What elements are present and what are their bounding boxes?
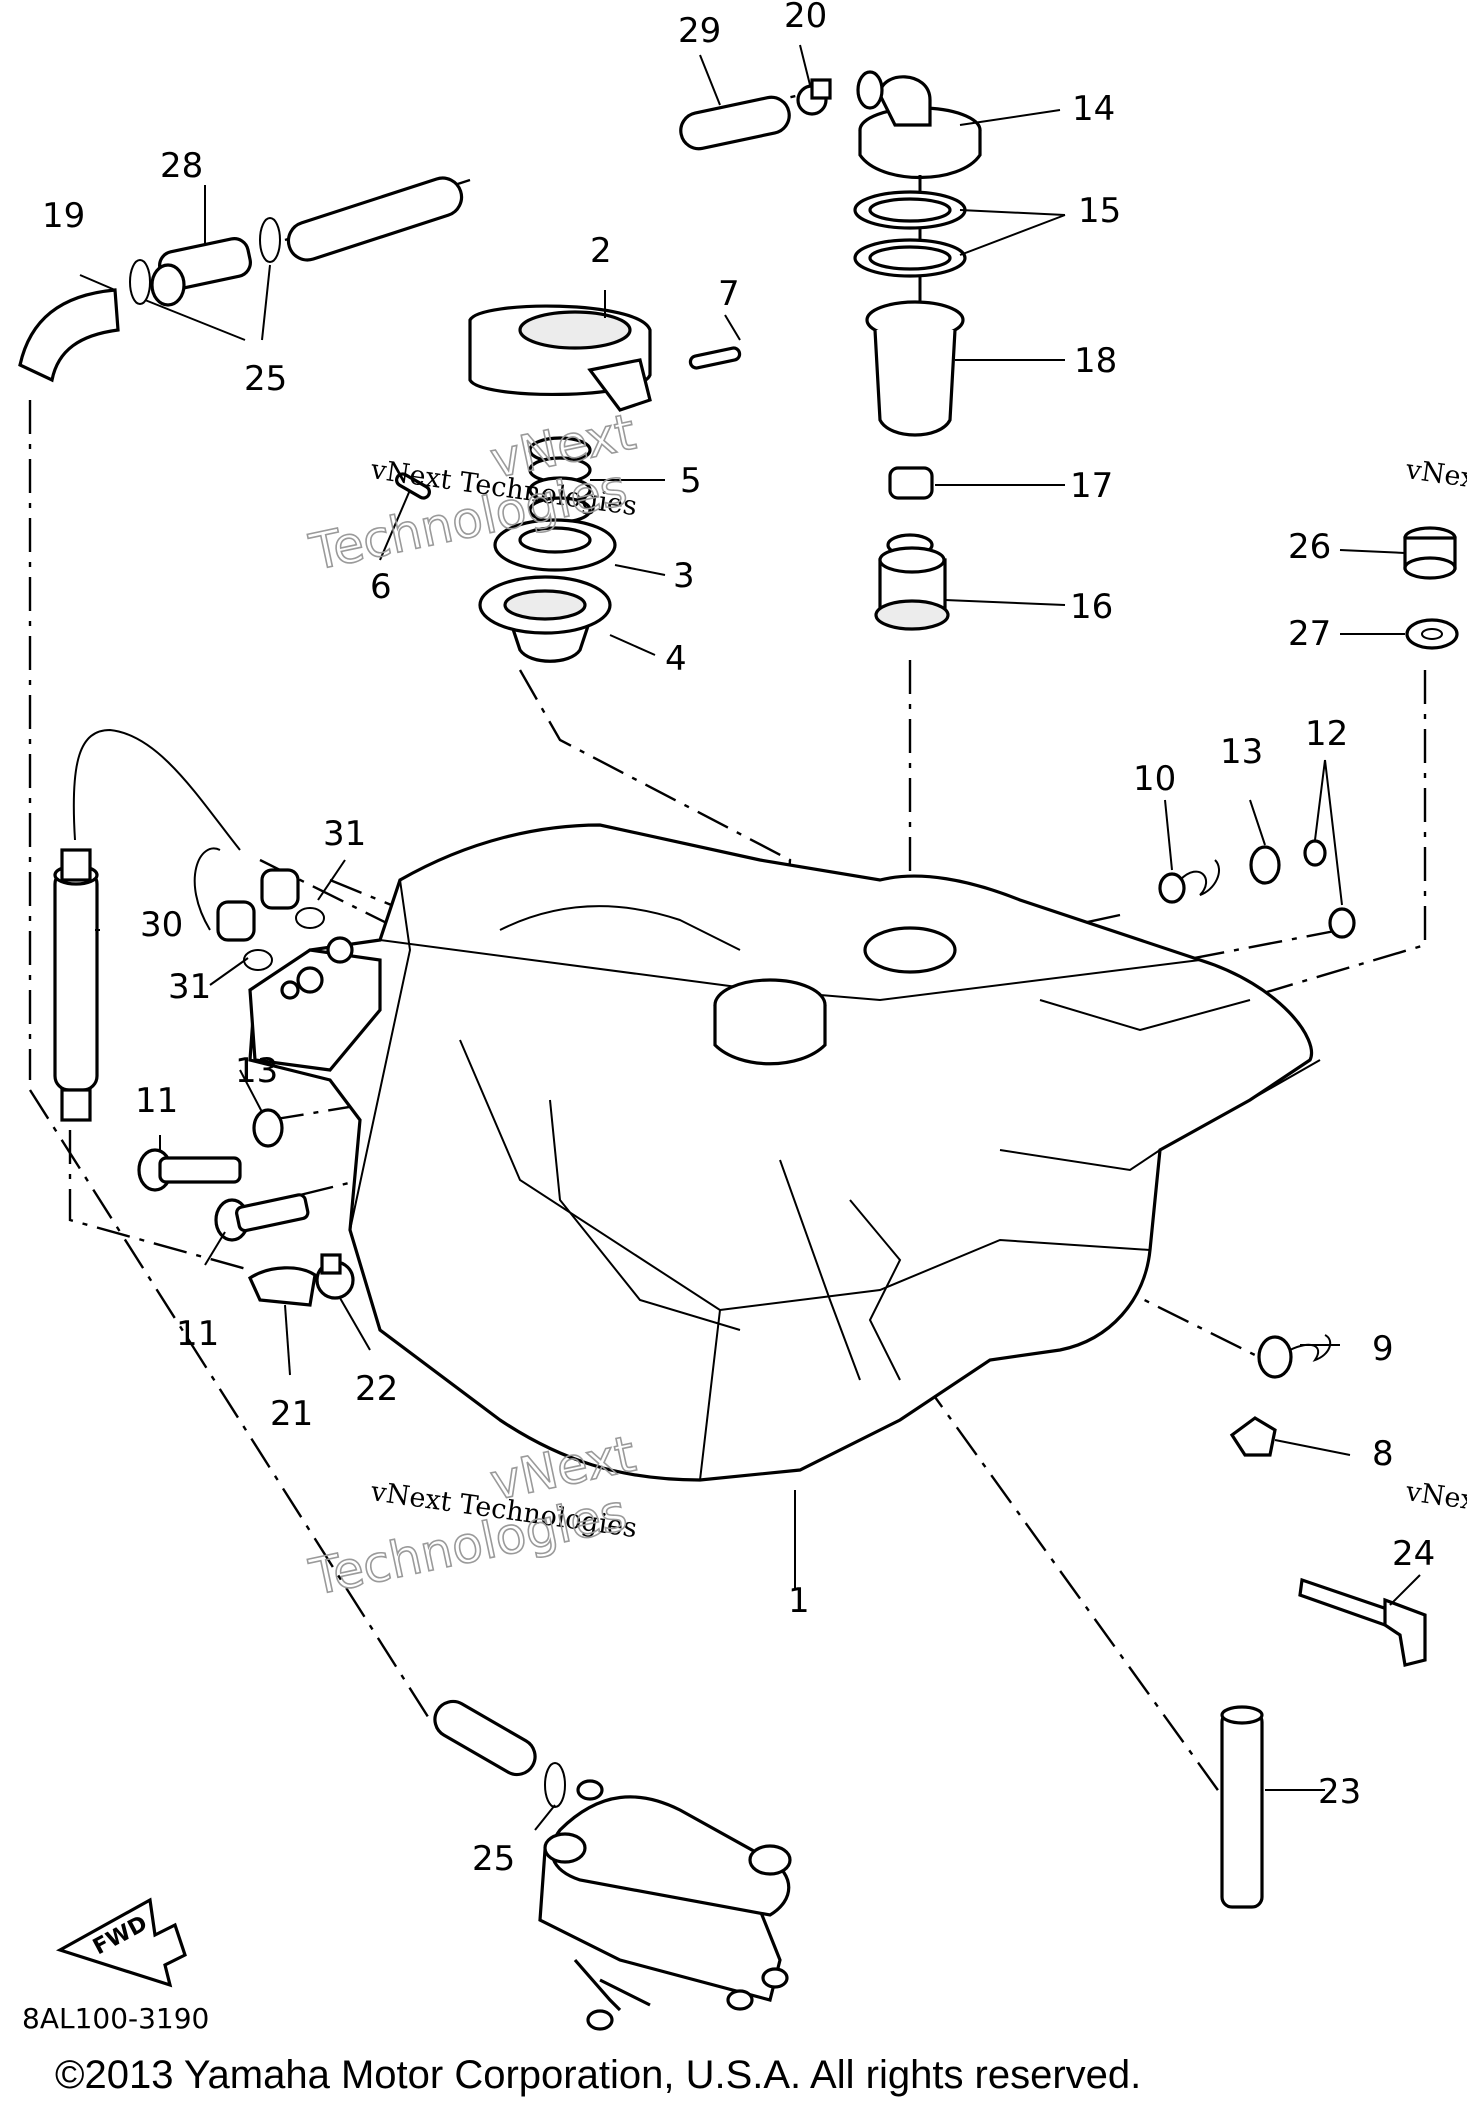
fuel-cap <box>468 304 652 412</box>
callout-23: 23 <box>1318 1772 1361 1812</box>
callout-25-lower: 25 <box>472 1839 515 1879</box>
callout-26: 26 <box>1288 527 1331 567</box>
watermark-lower: vNext vNext Technologies Technologies <box>304 1424 642 1608</box>
callout-5: 5 <box>680 461 702 501</box>
bolt-11-lower <box>214 1193 310 1242</box>
grommet-26 <box>1403 526 1457 580</box>
washer-27 <box>1405 618 1459 650</box>
washer-13-right <box>1249 845 1281 885</box>
gasket-3 <box>493 518 617 572</box>
leader-lines <box>79 44 1421 1831</box>
callout-9: 9 <box>1372 1329 1394 1369</box>
clip-9 <box>1257 1334 1332 1379</box>
callout-17: 17 <box>1070 466 1113 506</box>
callout-13-right: 13 <box>1220 732 1263 772</box>
clip-17 <box>888 466 934 500</box>
callout-1: 1 <box>788 1581 810 1621</box>
watermark-edge-text-bottom: vNex <box>1403 1476 1467 1517</box>
fuel-tank <box>248 823 1321 1482</box>
callout-8: 8 <box>1372 1434 1394 1474</box>
callout-31-upper: 31 <box>323 814 366 854</box>
callout-13-left: 13 <box>235 1051 278 1091</box>
cap-8 <box>1229 1416 1277 1457</box>
callout-31-lower: 31 <box>168 967 211 1007</box>
pin-7 <box>688 346 742 370</box>
filler-neck-4 <box>478 575 612 663</box>
callout-labels: 29 20 14 28 19 15 2 7 25 18 5 17 26 3 6 … <box>42 0 1435 1879</box>
callout-19: 19 <box>42 196 85 236</box>
callout-3: 3 <box>673 556 695 596</box>
hose-29 <box>679 95 791 151</box>
callout-24: 24 <box>1392 1534 1435 1574</box>
callout-16: 16 <box>1070 587 1113 627</box>
watermark-edge: vNex vNex <box>1403 454 1467 1517</box>
spring-5 <box>528 436 592 524</box>
sleeve-31 <box>216 868 325 971</box>
hose-21 <box>247 1266 317 1307</box>
hose-30 <box>53 848 99 1122</box>
callout-10: 10 <box>1133 759 1176 799</box>
clamp-22 <box>315 1253 355 1300</box>
filter-ring-15 <box>853 190 967 278</box>
bolt-11-upper <box>137 1148 242 1192</box>
callout-7: 7 <box>718 274 740 314</box>
callout-27: 27 <box>1288 614 1331 654</box>
callout-4: 4 <box>665 639 687 679</box>
clip-25-lower <box>544 1762 566 1808</box>
callout-21: 21 <box>270 1394 313 1434</box>
callout-20: 20 <box>784 0 827 36</box>
callout-11-upper: 11 <box>135 1081 178 1121</box>
callout-22: 22 <box>355 1369 398 1409</box>
callout-25-upper: 25 <box>244 359 287 399</box>
diagram-code: 8AL100-3190 <box>22 2002 209 2035</box>
callout-29: 29 <box>678 11 721 51</box>
clip-25-upper <box>129 217 281 305</box>
vent-hose-loop <box>72 728 241 931</box>
strap-24 <box>1298 1577 1427 1667</box>
clamp-20 <box>796 78 832 116</box>
hose-23 <box>1220 1705 1264 1909</box>
ring-12 <box>1303 839 1356 939</box>
fuel-filter-16 <box>874 533 950 631</box>
callout-6: 6 <box>370 567 392 607</box>
callout-28: 28 <box>160 146 203 186</box>
copyright-notice: ©2013 Yamaha Motor Corporation, U.S.A. A… <box>55 2053 1141 2097</box>
pickup-tube-18 <box>865 300 965 437</box>
washer-13-left <box>252 1108 284 1148</box>
callout-18: 18 <box>1074 341 1117 381</box>
fwd-arrow: FWD <box>55 1897 187 1988</box>
vent-hose-upper <box>286 176 464 262</box>
watermark-edge-text-top: vNex <box>1403 454 1467 495</box>
fuel-pump <box>538 1779 792 2031</box>
callout-11-lower: 11 <box>176 1314 219 1354</box>
fitting-28 <box>150 237 252 307</box>
spring-clip-10 <box>1158 859 1220 904</box>
callout-30: 30 <box>140 905 183 945</box>
callout-15: 15 <box>1078 191 1121 231</box>
hose-lower <box>433 1699 537 1777</box>
callout-2: 2 <box>590 231 612 271</box>
callout-12: 12 <box>1305 714 1348 754</box>
pickup-cap-14 <box>856 70 982 179</box>
hose-19 <box>18 288 120 383</box>
callout-14: 14 <box>1072 89 1115 129</box>
